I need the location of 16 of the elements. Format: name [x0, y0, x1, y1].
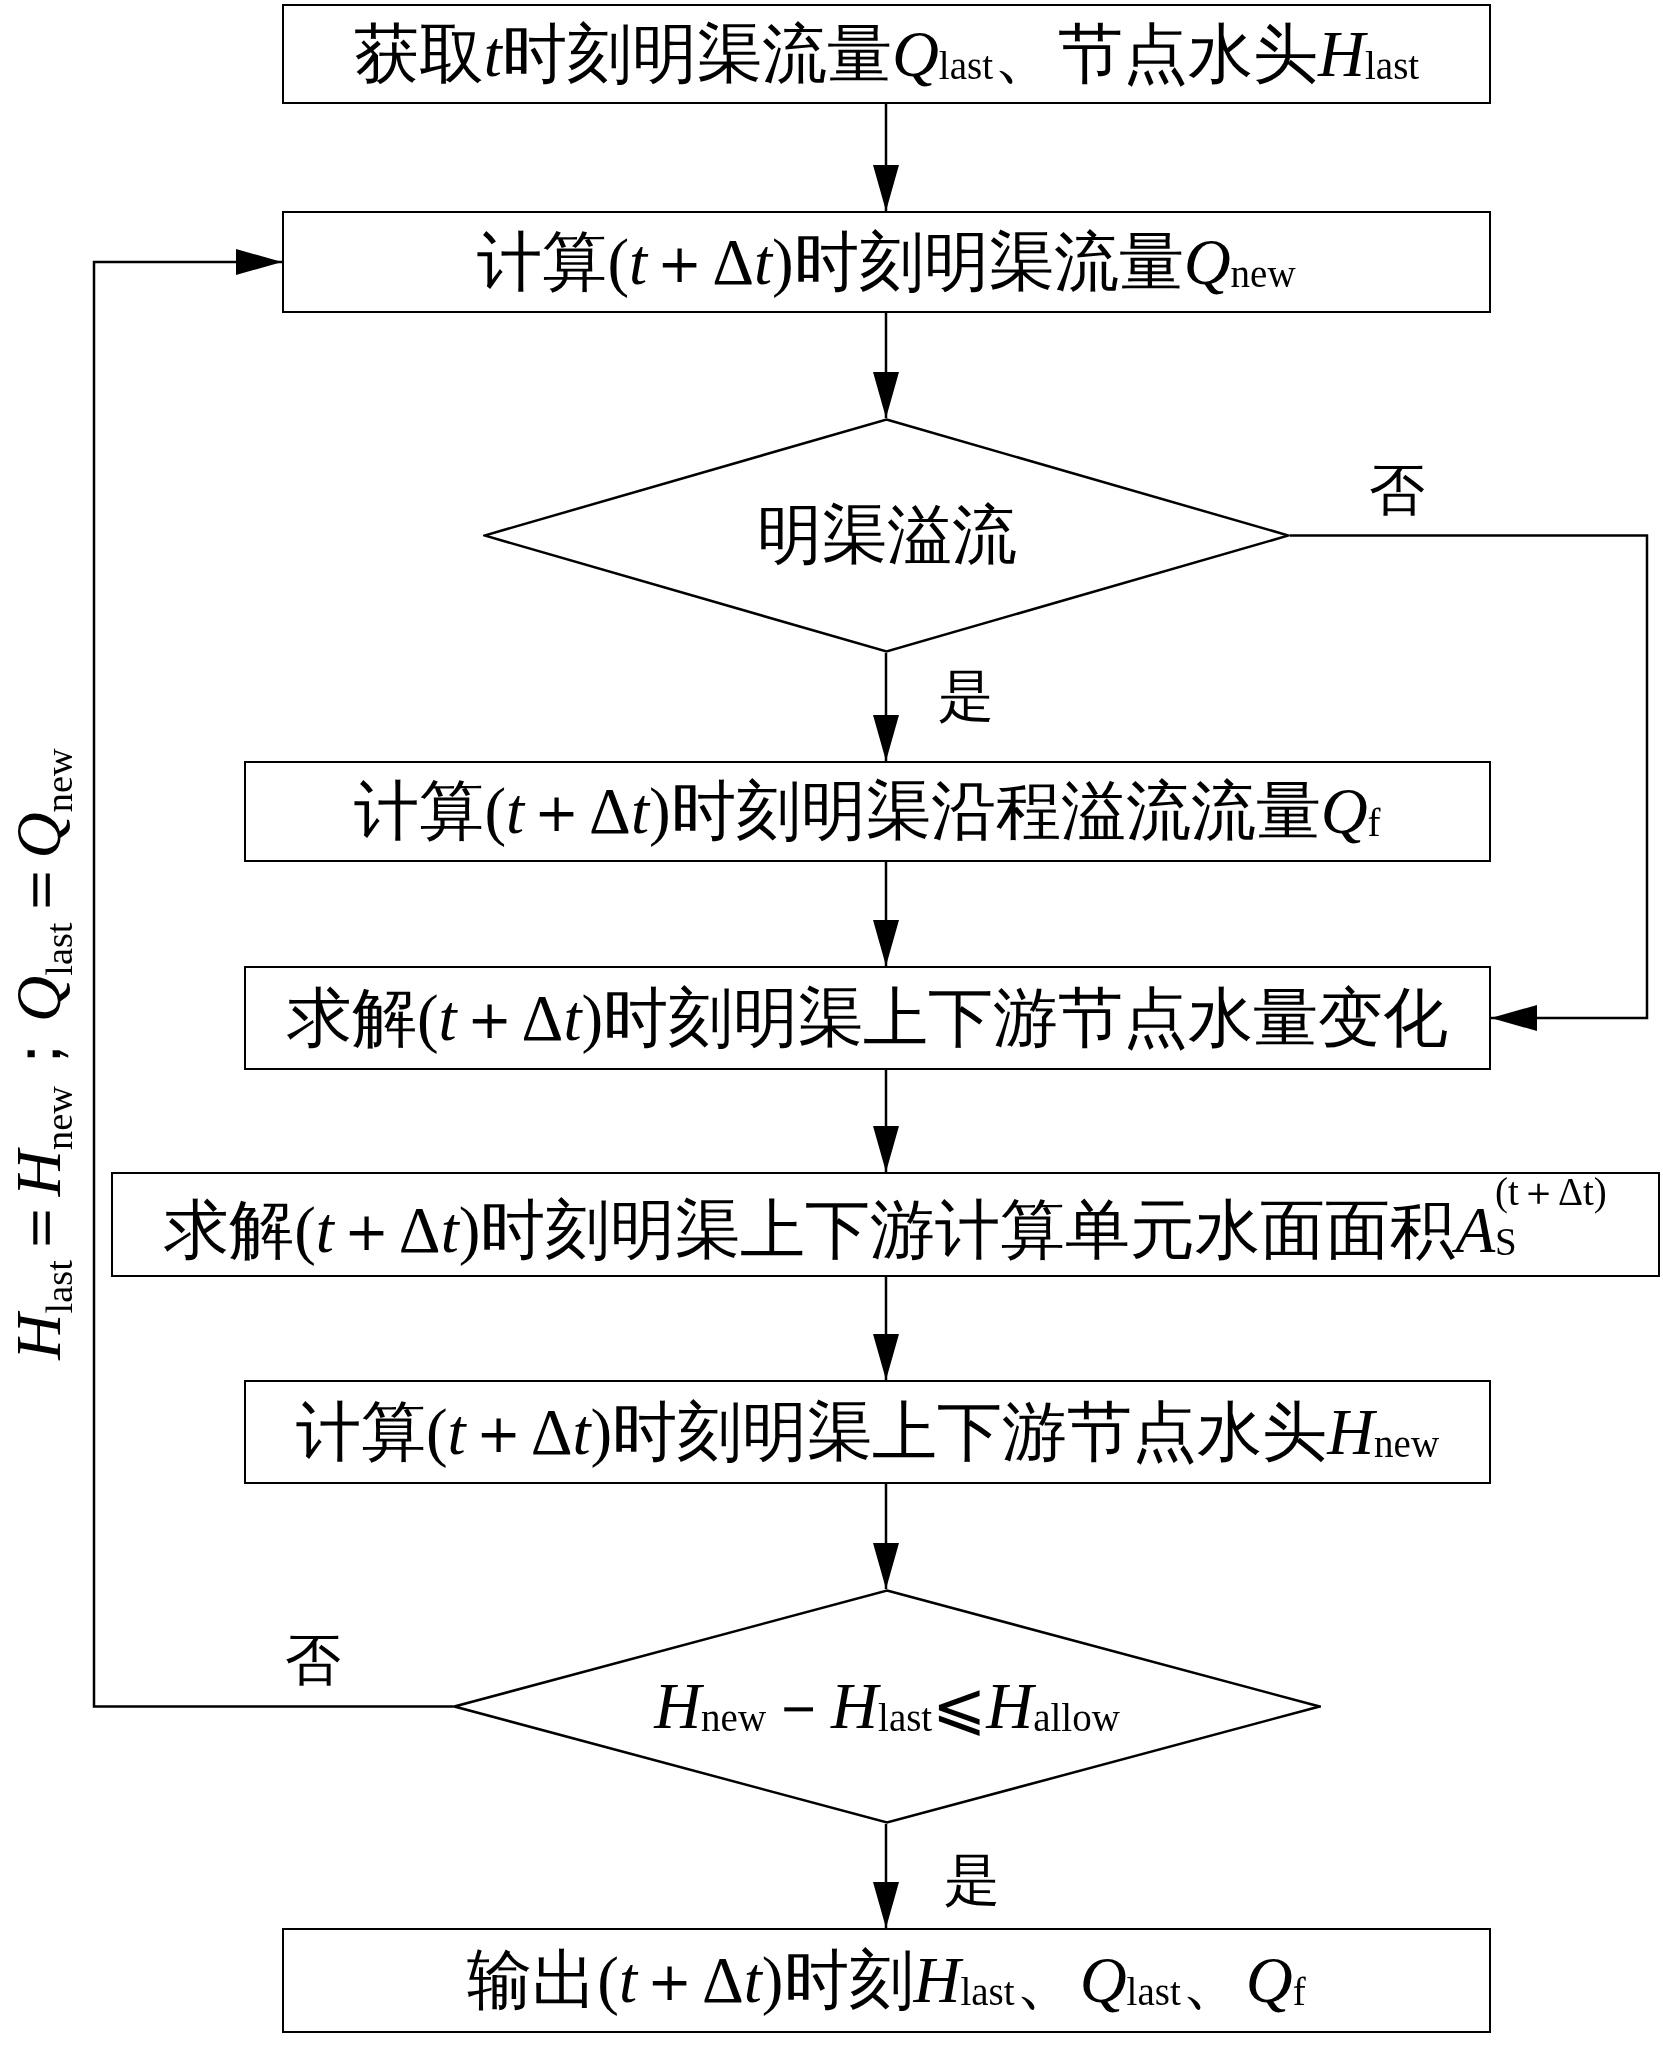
- edge-label: 是: [944, 1852, 1000, 1908]
- edge-label: 否: [285, 1632, 341, 1688]
- arrow: [873, 1070, 899, 1172]
- decision-diamond: 明渠溢流: [483, 418, 1290, 653]
- arrow: [1290, 534, 1649, 1031]
- arrow: [873, 1824, 899, 1928]
- arrow: [873, 862, 899, 966]
- edge-label: 否: [1369, 462, 1425, 518]
- arrow: [873, 1277, 899, 1380]
- arrow: [873, 653, 899, 761]
- arrow: [873, 313, 899, 418]
- arrow: [873, 1484, 899, 1589]
- process-box: 求解(t＋Δt)时刻明渠上下游节点水量变化: [244, 966, 1491, 1070]
- arrow: [873, 104, 899, 211]
- edge-label: 是: [938, 668, 994, 724]
- arrow: [92, 249, 453, 1708]
